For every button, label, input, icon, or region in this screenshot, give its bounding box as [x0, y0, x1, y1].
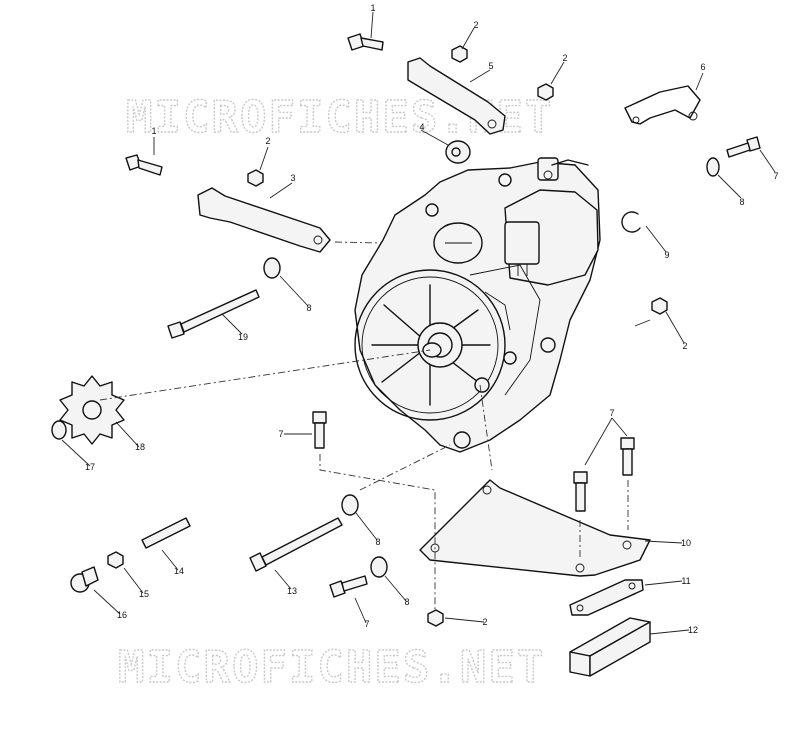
callout-7-right: 7 — [773, 171, 778, 181]
washer-8-center — [341, 494, 359, 516]
spacer-4 — [445, 140, 471, 164]
callout-13: 13 — [287, 586, 297, 596]
bolt-1-left — [125, 154, 163, 176]
bolt-19 — [167, 289, 260, 339]
callout-11: 11 — [681, 576, 690, 586]
callout-8-left: 8 — [306, 303, 311, 313]
callout-8-right: 8 — [739, 197, 744, 207]
callout-9: 9 — [664, 250, 669, 260]
washer-8-left — [263, 257, 281, 279]
callout-17: 17 — [85, 462, 95, 472]
callout-2-right: 2 — [682, 341, 687, 351]
callout-2-upper: 2 — [562, 53, 567, 63]
callout-18: 18 — [135, 442, 145, 452]
bolt-7-center — [312, 411, 327, 449]
bracket-3 — [197, 187, 331, 253]
callout-12: 12 — [688, 625, 698, 635]
nut-2-top — [451, 45, 468, 63]
gearcase-assembly — [354, 157, 601, 453]
washer-8-right — [706, 157, 720, 177]
bolt-7-right — [726, 136, 761, 158]
callout-8-center: 8 — [375, 537, 380, 547]
callout-1-top: 1 — [370, 3, 375, 13]
callout-2-top: 2 — [473, 20, 478, 30]
callout-19: 19 — [238, 332, 248, 342]
callout-3: 3 — [290, 173, 295, 183]
bracket-5 — [407, 57, 506, 135]
callouts: 1 2 2 5 6 4 1 2 3 7 8 9 8 19 2 7 7 18 17… — [85, 3, 779, 635]
nut-2-upper — [537, 83, 554, 101]
nut-2-left — [247, 169, 264, 187]
bolt-1-top — [347, 33, 384, 51]
bolt-7-mount-a — [573, 471, 588, 512]
mount-bracket-10 — [419, 479, 651, 577]
block-12 — [569, 617, 651, 677]
callout-6: 6 — [700, 62, 705, 72]
washer-8-lower — [370, 556, 388, 578]
bolt-13 — [249, 517, 343, 572]
callout-7-lower: 7 — [364, 619, 369, 629]
bolt-7-mount-b — [620, 437, 635, 476]
callout-16: 16 — [117, 610, 127, 620]
callout-4: 4 — [419, 122, 424, 132]
callout-7-mount: 7 — [609, 408, 614, 418]
clip-6 — [624, 85, 701, 125]
snap-ring-9 — [621, 211, 641, 233]
callout-2-bottom: 2 — [482, 617, 487, 627]
callout-8-lower: 8 — [404, 597, 409, 607]
stud-14 — [141, 517, 191, 549]
sprocket-18 — [59, 375, 125, 445]
watermark-bottom: MICROFICHES.NET — [118, 642, 545, 693]
bolt-7-lower — [329, 575, 368, 598]
nut-15 — [107, 551, 124, 569]
callout-5: 5 — [488, 61, 493, 71]
callout-14: 14 — [174, 566, 184, 576]
callout-15: 15 — [139, 589, 149, 599]
callout-7-center: 7 — [278, 429, 283, 439]
nut-2-right — [651, 297, 668, 315]
plug-16 — [70, 566, 99, 593]
washer-17 — [51, 420, 67, 440]
plate-11 — [569, 579, 644, 616]
callout-1-left: 1 — [151, 126, 156, 136]
callout-10: 10 — [681, 538, 691, 548]
nut-2-bottom — [427, 609, 444, 627]
callout-2-left: 2 — [265, 136, 270, 146]
